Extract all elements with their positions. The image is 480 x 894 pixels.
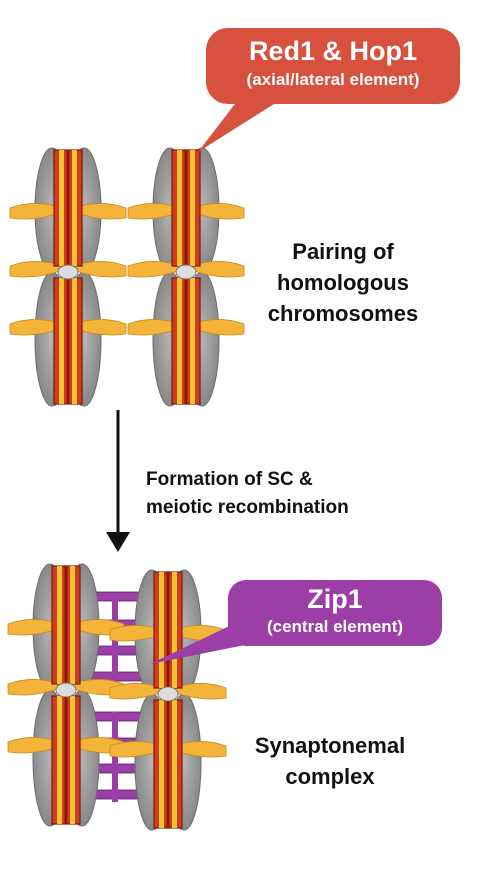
centromere	[157, 686, 179, 702]
centromere	[175, 264, 197, 280]
axis-core	[66, 150, 70, 266]
process-line-2: meiotic recombination	[146, 497, 349, 518]
callout-bottom-title: Zip1	[307, 584, 363, 614]
axis-stripe	[159, 700, 164, 828]
callout-box	[228, 580, 442, 646]
axis-core	[64, 566, 68, 684]
pairing-line-1: Pairing of	[292, 239, 394, 264]
axis-stripe	[59, 150, 64, 266]
callout-box	[206, 28, 460, 104]
axis-stripe	[177, 150, 182, 266]
callout-pointer	[198, 100, 274, 152]
axis-stripe	[190, 278, 195, 404]
axis-core	[166, 572, 170, 688]
axis-stripe	[172, 572, 177, 688]
axis-stripe	[177, 278, 182, 404]
axis-stripe	[70, 696, 75, 824]
homolog-right-bottom	[109, 569, 227, 831]
zip1-callout	[150, 580, 442, 664]
homolog-right-top	[127, 147, 245, 407]
axis-core	[184, 278, 188, 404]
axis-core	[184, 150, 188, 266]
axis-stripe	[70, 566, 75, 684]
red1-hop1-callout	[198, 28, 460, 152]
pairing-label: Pairing of homologous chromosomes	[238, 236, 448, 329]
centromere	[55, 682, 77, 698]
process-arrow	[106, 410, 130, 552]
axis-stripe	[57, 696, 62, 824]
callout-top-subtitle: (axial/lateral element)	[246, 70, 420, 89]
process-label: Formation of SC & meiotic recombination	[146, 466, 450, 522]
callout-top-title: Red1 & Hop1	[248, 36, 418, 66]
axis-stripe	[172, 700, 177, 828]
homolog-left-bottom	[7, 563, 125, 827]
axis-core	[166, 700, 170, 828]
homolog-left-top	[9, 147, 127, 407]
axis-stripe	[57, 566, 62, 684]
callout-bottom-subtitle: (central element)	[266, 617, 404, 636]
complex-label: Synaptonemal complex	[222, 730, 438, 792]
centromere	[57, 264, 79, 280]
central-element-core	[112, 712, 118, 802]
complex-line-1: Synaptonemal	[254, 733, 406, 758]
axis-stripe	[72, 150, 77, 266]
axis-stripe	[59, 278, 64, 404]
axis-stripe	[190, 150, 195, 266]
complex-line-2: complex	[285, 764, 375, 789]
axis-stripe	[72, 278, 77, 404]
pairing-line-2: homologous	[277, 270, 409, 295]
axis-core	[64, 696, 68, 824]
axis-stripe	[159, 572, 164, 688]
pairing-line-3: chromosomes	[267, 301, 419, 326]
process-line-1: Formation of SC &	[146, 469, 313, 490]
axis-core	[66, 278, 70, 404]
